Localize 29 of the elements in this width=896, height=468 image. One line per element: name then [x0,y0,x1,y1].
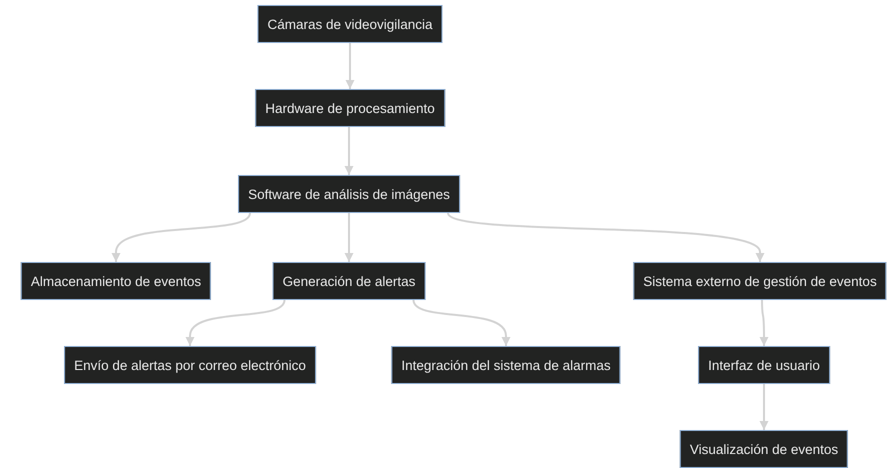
process-box [272,262,426,300]
process-box [238,175,460,213]
arrow [412,300,510,346]
process-box [255,89,445,127]
arrow [344,127,354,175]
box-label: Sistema externo de gestión de eventos [643,274,877,288]
box-label: Generación de alertas [282,274,416,288]
arrow [760,300,768,346]
box-label: Cámaras de videovigilancia [267,16,433,32]
process-box [20,262,212,300]
process-box [391,346,621,384]
process-box [680,430,848,468]
arrow [346,43,354,89]
box-label: Almacenamiento de eventos [30,274,202,288]
arrow [760,384,768,430]
process-box [64,346,316,384]
process-box [257,5,443,43]
arrow [344,213,354,262]
arrow [186,300,286,346]
box-label: Software de análisis de imágenes [248,186,450,202]
arrow [112,212,251,262]
box-label: Integración del sistema de alarmas [401,358,611,372]
box-label: Visualización de eventos [690,442,838,456]
box-label: Interfaz de usuario [708,358,820,372]
process-box [698,346,830,384]
arrow [447,212,764,262]
box-label: Envío de alertas por correo electrónico [74,358,306,372]
box-label: Hardware de procesamiento [265,100,435,116]
process-box [633,262,887,300]
